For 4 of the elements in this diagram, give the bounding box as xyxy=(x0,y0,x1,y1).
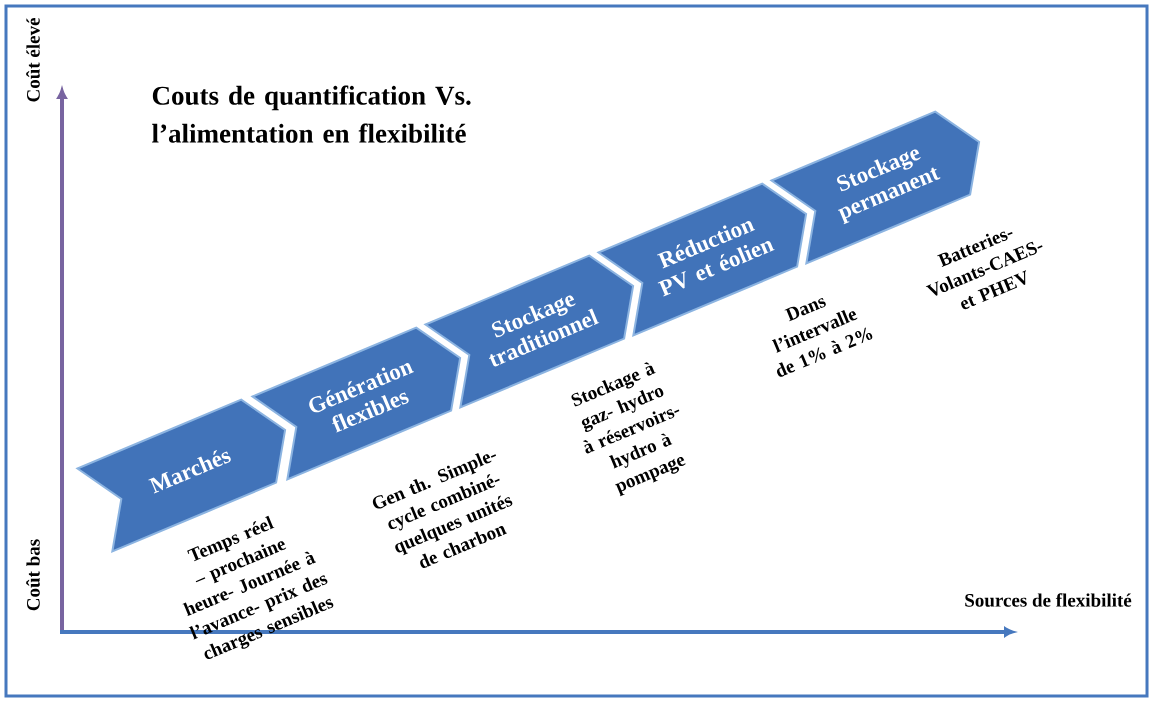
axis-label: Coût bas xyxy=(26,539,40,611)
axis-label: Coût élevé xyxy=(26,18,40,102)
title: Couts de quantification Vs. l’alimentation en flexibilité xyxy=(152,85,471,143)
axis-label: Sources de flexibilité xyxy=(965,593,1132,607)
